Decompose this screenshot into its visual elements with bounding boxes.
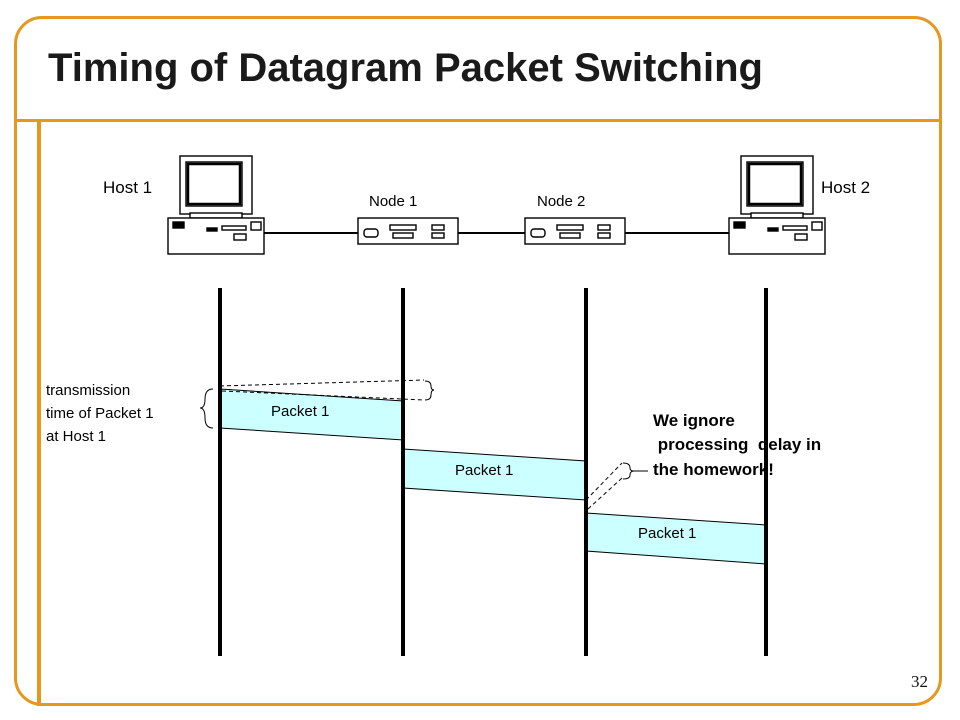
transmission-note-line3: at Host 1: [46, 428, 106, 445]
processing-note-line2: processing delay in: [653, 435, 821, 454]
transmission-time-brace: [199, 388, 214, 429]
processing-note-line1: We ignore: [653, 411, 735, 430]
processing-delay-dashed-guide: [585, 462, 623, 510]
packet-label-2: Packet 1: [455, 462, 513, 479]
node1-router-icon: [357, 217, 459, 245]
node1-label: Node 1: [369, 193, 417, 210]
propagation-small-bracket: [424, 380, 435, 401]
title-divider: [14, 119, 942, 122]
packet-label-3: Packet 1: [638, 525, 696, 542]
node2-router-icon: [524, 217, 626, 245]
host2-label: Host 2: [821, 178, 870, 197]
host1-label: Host 1: [103, 178, 152, 197]
left-accent-bar: [37, 119, 41, 706]
host2-computer-icon: [728, 155, 826, 255]
page-number: 32: [911, 672, 928, 691]
host1-computer-icon: [167, 155, 265, 255]
propagation-dashed-guide: [219, 379, 425, 401]
processing-note-line3: the homework!: [653, 460, 774, 479]
packet-label-1: Packet 1: [271, 403, 329, 420]
processing-delay-bracket: [622, 462, 648, 480]
slide-frame: [14, 16, 942, 706]
slide-title: Timing of Datagram Packet Switching: [48, 46, 763, 90]
node2-label: Node 2: [537, 193, 585, 210]
transmission-note-line2: time of Packet 1: [46, 405, 154, 422]
transmission-note-line1: transmission: [46, 382, 130, 399]
